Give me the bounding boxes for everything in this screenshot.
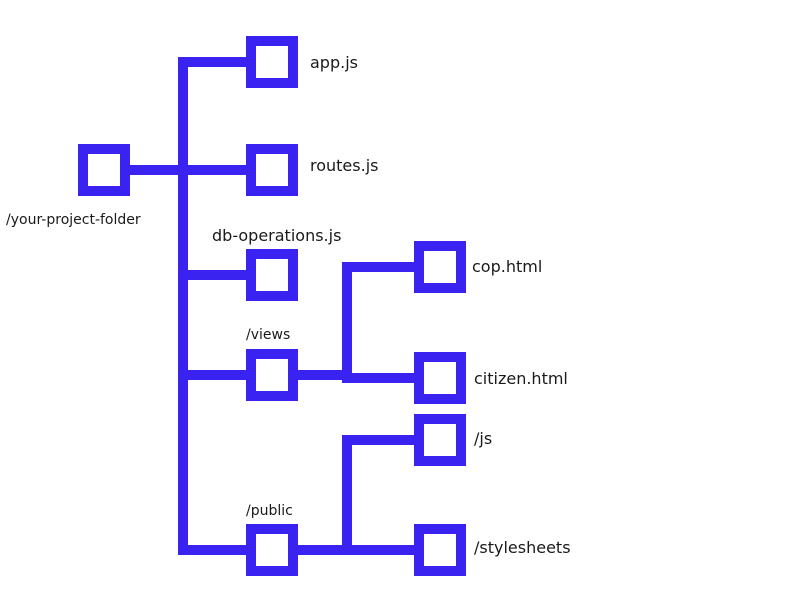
label-root: /your-project-folder xyxy=(6,212,141,228)
file-node-cop-html xyxy=(414,241,466,293)
nodes xyxy=(78,36,466,576)
label-routes-js: routes.js xyxy=(310,156,378,175)
label-citizen-html: citizen.html xyxy=(474,369,568,388)
file-node-app-js xyxy=(246,36,298,88)
folder-node-js xyxy=(414,414,466,466)
folder-node-stylesheets xyxy=(414,524,466,576)
folder-node-public xyxy=(246,524,298,576)
folder-node-views xyxy=(246,349,298,401)
folder-node-root xyxy=(78,144,130,196)
label-db-operations-js: db-operations.js xyxy=(212,226,341,245)
label-js: /js xyxy=(474,429,492,448)
file-node-routes-js xyxy=(246,144,298,196)
connectors xyxy=(123,57,422,555)
label-stylesheets: /stylesheets xyxy=(474,538,571,557)
label-views: /views xyxy=(246,327,290,343)
labels: /your-project-folder app.js routes.js db… xyxy=(6,53,571,557)
file-node-db-operations-js xyxy=(246,249,298,301)
label-cop-html: cop.html xyxy=(472,257,542,276)
label-public: /public xyxy=(246,503,293,519)
label-app-js: app.js xyxy=(310,53,358,72)
file-node-citizen-html xyxy=(414,352,466,404)
